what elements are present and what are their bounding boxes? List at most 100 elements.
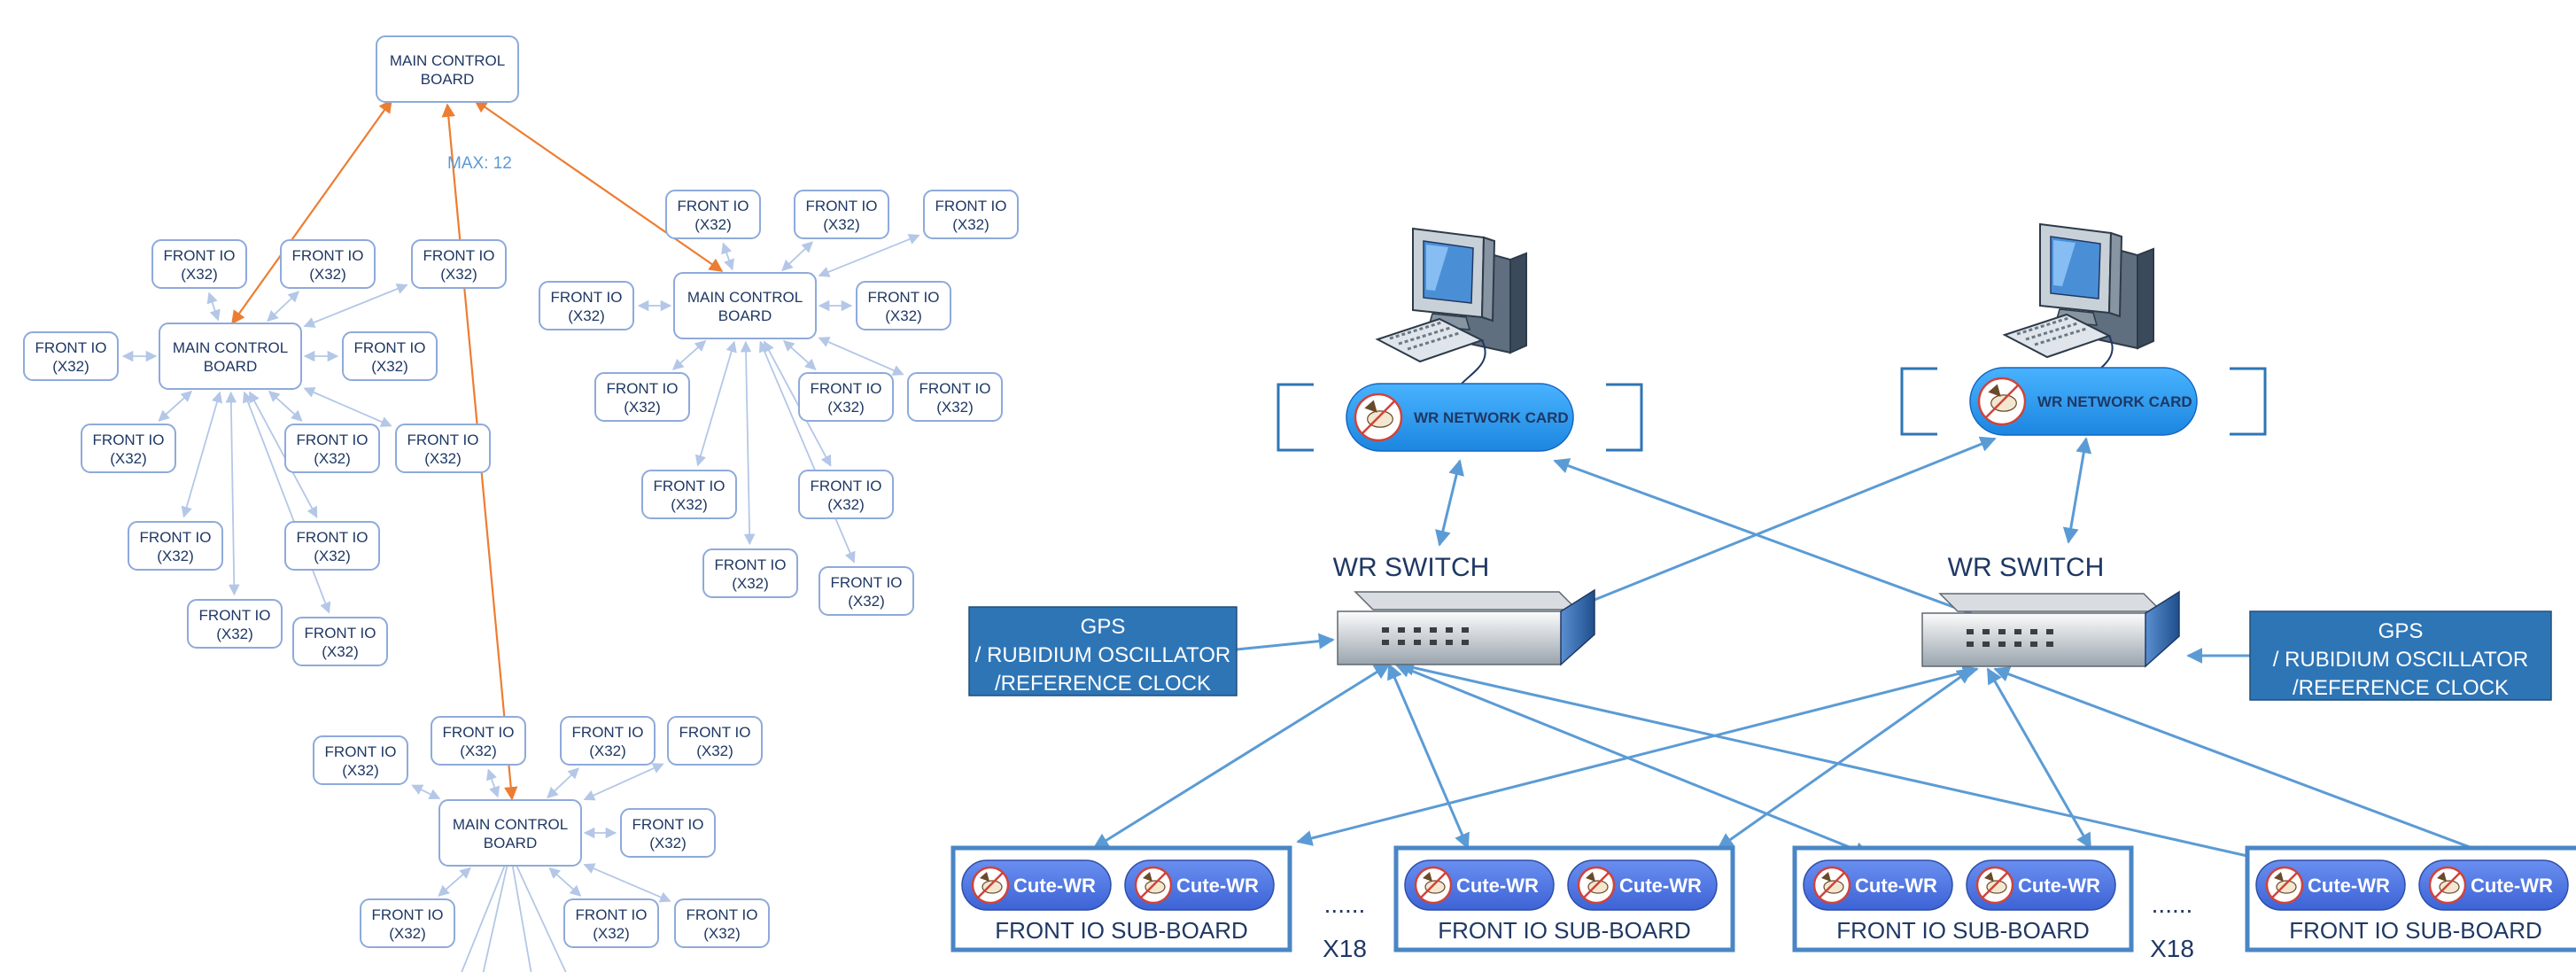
cute-wr-module: Cute-WR [1567, 859, 1718, 911]
network-card-bracket [1900, 367, 2267, 436]
multiplier-label: X18 [2150, 935, 2194, 962]
front-io-box-label: FRONT IO(X32) [164, 247, 236, 283]
cluster-right-link [721, 242, 734, 271]
gps-label-line: / RUBIDIUM OSCILLATOR [975, 643, 1231, 667]
cute-wr-label: Cute-WR [2471, 875, 2553, 897]
cute-wr-module: Cute-WR [2255, 859, 2406, 911]
front-io-box-label: FRONT IO(X32) [679, 724, 751, 759]
front-io-box: FRONT IO(X32) [620, 808, 716, 858]
cute-wr-logo-icon [1812, 866, 1851, 905]
front-io-box: FRONT IO(X32) [674, 898, 770, 948]
front-io-box-label: FRONT IO(X32) [678, 198, 749, 233]
cute-wr-logo-icon [1975, 866, 2014, 905]
cluster-bottom-link [548, 867, 582, 897]
card-cross-arrow [1553, 458, 2008, 629]
cute-wr-module: Cute-WR [1124, 859, 1275, 911]
cluster-bottom-link-offscreen [516, 866, 567, 972]
max-label: MAX: 12 [447, 154, 512, 173]
wr-switch-title: WR SWITCH [1948, 553, 2105, 582]
front-io-box: FRONT IO(X32) [539, 281, 634, 330]
cute-wr-logo-icon [1134, 866, 1173, 905]
switch-to-subboard-arrow [1398, 659, 2296, 872]
front-io-box-label: FRONT IO(X32) [935, 198, 1007, 233]
cluster-bottom-link-offscreen [511, 866, 532, 972]
front-io-box-label: FRONT IO(X32) [654, 478, 725, 513]
front-io-box-label: FRONT IO(X32) [305, 625, 376, 660]
front-io-box-label: FRONT IO(X32) [292, 247, 364, 283]
wr-logo-icon [1977, 377, 2027, 426]
front-io-box-label: FRONT IO(X32) [806, 198, 878, 233]
front-io-box: FRONT IO(X32) [128, 521, 223, 571]
card-cross-arrow [1575, 436, 1997, 610]
front-io-box: FRONT IO(X32) [431, 716, 526, 766]
front-io-box: FRONT IO(X32) [280, 239, 376, 289]
front-io-box: FRONT IO(X32) [594, 372, 690, 422]
gps-label-line: GPS [2378, 619, 2424, 643]
cluster-left-link [181, 391, 223, 518]
switch-to-subboard-arrow [1986, 667, 2092, 850]
wr-switch-device [1337, 588, 1595, 666]
front-io-box-label: FRONT IO(X32) [919, 380, 991, 416]
cluster-bottom-link [583, 863, 671, 903]
front-io-box: FRONT IO(X32) [794, 190, 889, 239]
front-io-box-label: FRONT IO(X32) [831, 574, 903, 610]
front-io-box-label: FRONT IO(X32) [607, 380, 679, 416]
subboard-label: FRONT IO SUB-BOARD [995, 917, 1248, 944]
cute-wr-logo-icon [1414, 866, 1453, 905]
wr-logo-icon [1354, 393, 1403, 442]
cute-wr-label: Cute-WR [1456, 875, 1539, 897]
wr-switch-device [1921, 590, 2180, 668]
cute-wr-logo-icon [2428, 866, 2467, 905]
cute-wr-module: Cute-WR [1966, 859, 2116, 911]
switch-to-subboard-arrow [1296, 665, 1979, 846]
gps-label-line: /REFERENCE CLOCK [2293, 676, 2509, 700]
cluster-left-link [242, 391, 331, 614]
network-card-bracket [1276, 383, 1643, 452]
cute-wr-logo-icon [1577, 866, 1616, 905]
front-io-box-label: FRONT IO(X32) [354, 339, 426, 375]
front-io-box: FRONT IO(X32) [856, 281, 951, 330]
front-io-box-label: FRONT IO(X32) [632, 816, 704, 851]
front-io-box: FRONT IO(X32) [641, 470, 737, 519]
subboard-label: FRONT IO SUB-BOARD [1836, 917, 2090, 944]
front-io-box: FRONT IO(X32) [313, 735, 408, 785]
cluster-right-link [782, 339, 817, 370]
gps-label-line: / RUBIDIUM OSCILLATOR [2273, 648, 2529, 672]
orange-link-right [473, 99, 724, 272]
cute-wr-module: Cute-WR [1803, 859, 1953, 911]
left-diagram-nodes: FRONT IO(X32) FRONT IO(X32) FRONT IO(X32) F… [23, 35, 1019, 948]
switch-to-subboard-arrow [1993, 666, 2500, 860]
front-io-box-label: FRONT IO(X32) [325, 743, 397, 779]
cluster-left-link [303, 386, 392, 427]
computer-icon [2002, 222, 2154, 380]
cute-wr-label: Cute-WR [1176, 875, 1259, 897]
cluster-right-link [818, 234, 920, 277]
cluster-bottom-link [411, 784, 441, 800]
front-io-box: FRONT IO(X32) [81, 424, 176, 473]
subboard-label: FRONT IO SUB-BOARD [1438, 917, 1691, 944]
front-io-box-label: FRONT IO(X32) [572, 724, 644, 759]
front-io-box: FRONT IO(X32) [292, 617, 388, 666]
front-io-box-label: FRONT IO(X32) [868, 289, 940, 324]
left-diagram-connections [121, 98, 920, 972]
cluster-right-link [781, 241, 813, 272]
front-io-box-label: FRONT IO(X32) [576, 906, 648, 942]
front-io-box: FRONT IO(X32) [819, 566, 914, 616]
orange-link-left [231, 98, 392, 325]
cluster-bottom-link-offscreen [461, 866, 506, 972]
cluster-bottom-link [486, 768, 500, 798]
front-io-box-label: FRONT IO(X32) [687, 906, 758, 942]
cluster-right-link [740, 340, 756, 546]
front-io-box: FRONT IO(X32) [798, 470, 894, 519]
ellipsis-label: ...... [2152, 890, 2193, 918]
front-io-box: FRONT IO(X32) [23, 331, 119, 381]
front-io-box-label: FRONT IO(X32) [35, 339, 107, 375]
cluster-left-link [303, 284, 408, 328]
